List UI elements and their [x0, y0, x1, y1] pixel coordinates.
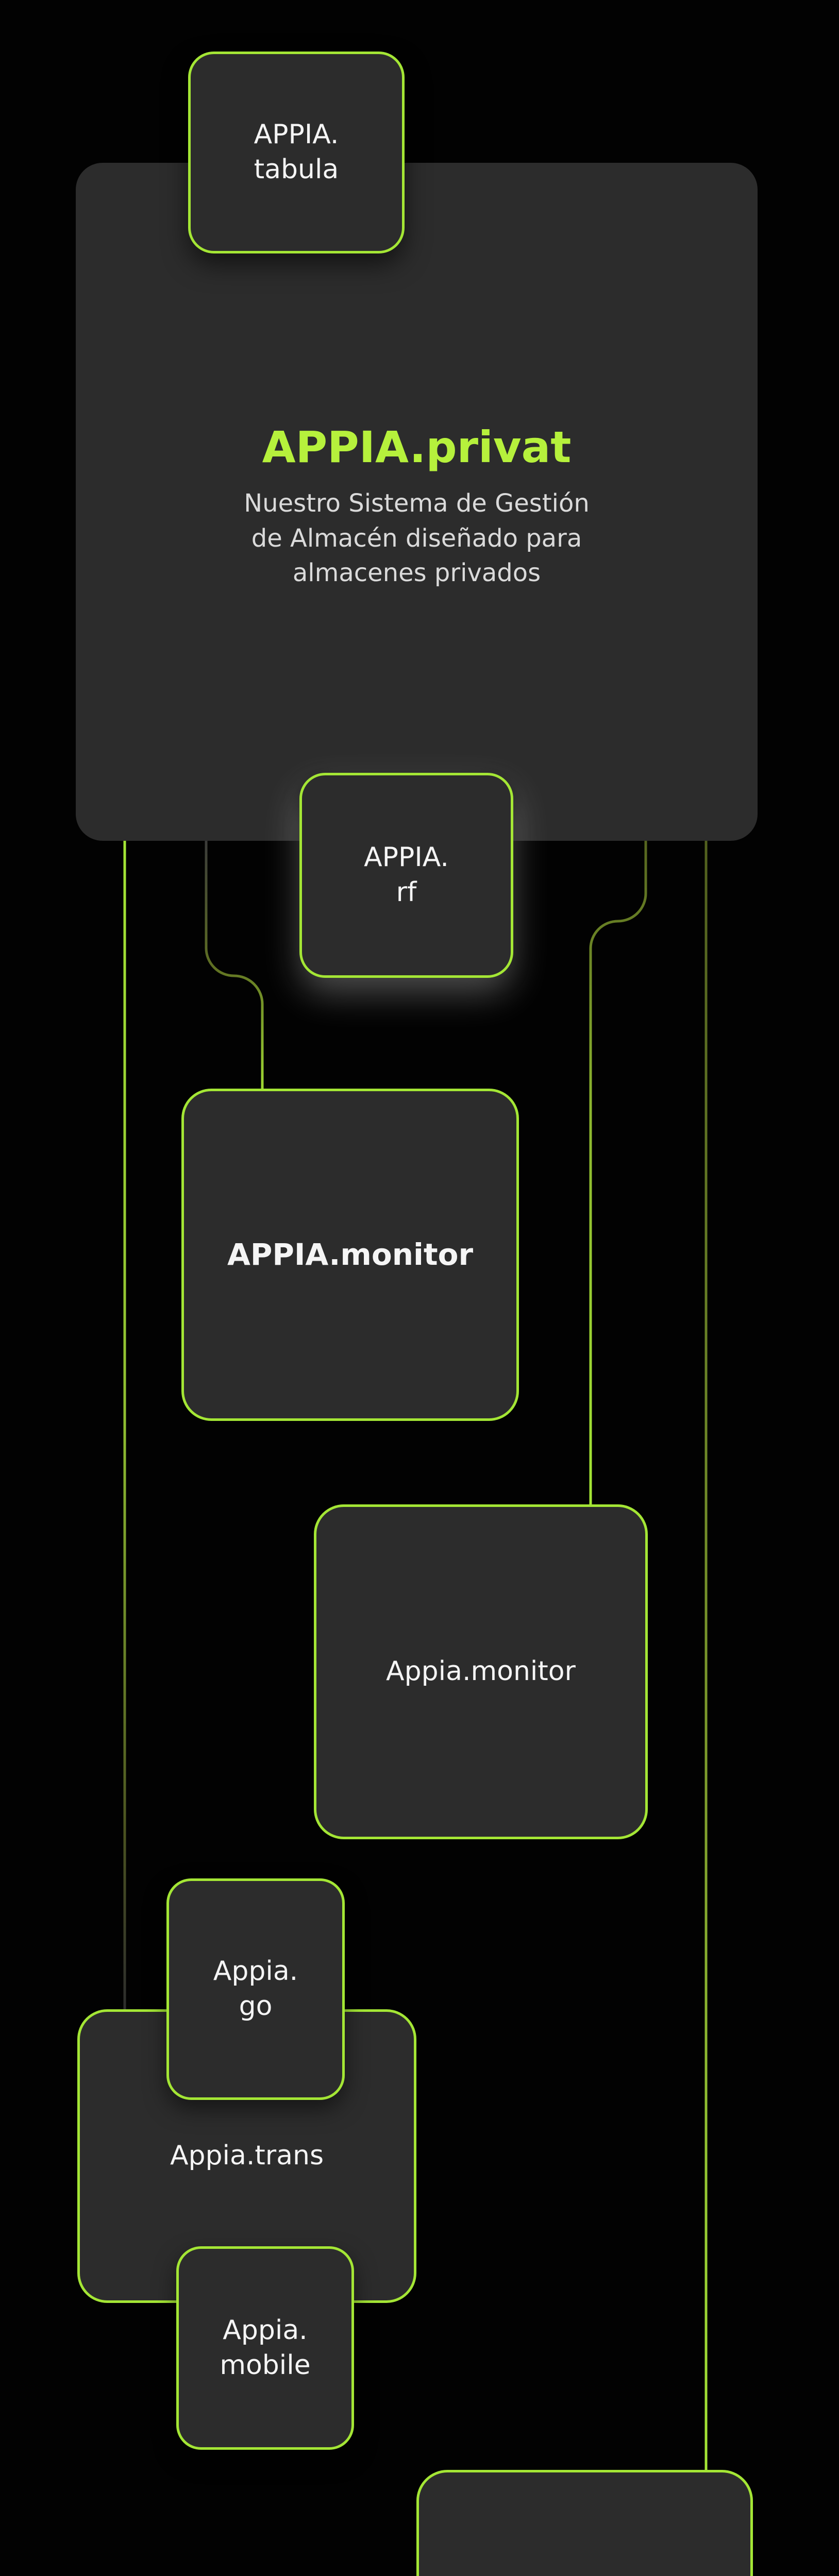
node-appia-privat[interactable]: APPIA.privat Nuestro Sistema de Gestión …: [76, 163, 758, 841]
node-appia-rf[interactable]: APPIA. rf: [299, 773, 513, 978]
node-appia-mobile[interactable]: Appia. mobile: [176, 2246, 354, 2450]
node-appia-monitor-upper[interactable]: APPIA.monitor: [181, 1089, 519, 1421]
node-label: APPIA.monitor: [227, 1236, 474, 1272]
node-label: Appia.trans: [170, 2140, 324, 2172]
node-appia-go[interactable]: Appia. go: [166, 1878, 345, 2100]
node-label: Appia. mobile: [220, 2314, 311, 2381]
node-label: Appia. go: [213, 1956, 298, 2022]
node-hardware[interactable]: Hardware: [416, 2470, 753, 2576]
node-appia-monitor-lower[interactable]: Appia.monitor: [314, 1504, 648, 1839]
privat-title: APPIA.privat: [262, 422, 572, 473]
connector-privat-monitor-lower: [589, 837, 647, 1505]
node-label: APPIA. rf: [364, 842, 449, 908]
node-appia-tabula[interactable]: APPIA. tabula: [188, 52, 405, 253]
node-label: APPIA. tabula: [254, 119, 339, 185]
privat-subtitle: Nuestro Sistema de Gestión de Almacén di…: [244, 489, 590, 587]
connector-privat-monitor-upper: [205, 837, 264, 1090]
node-label: Appia.monitor: [386, 1656, 576, 1687]
